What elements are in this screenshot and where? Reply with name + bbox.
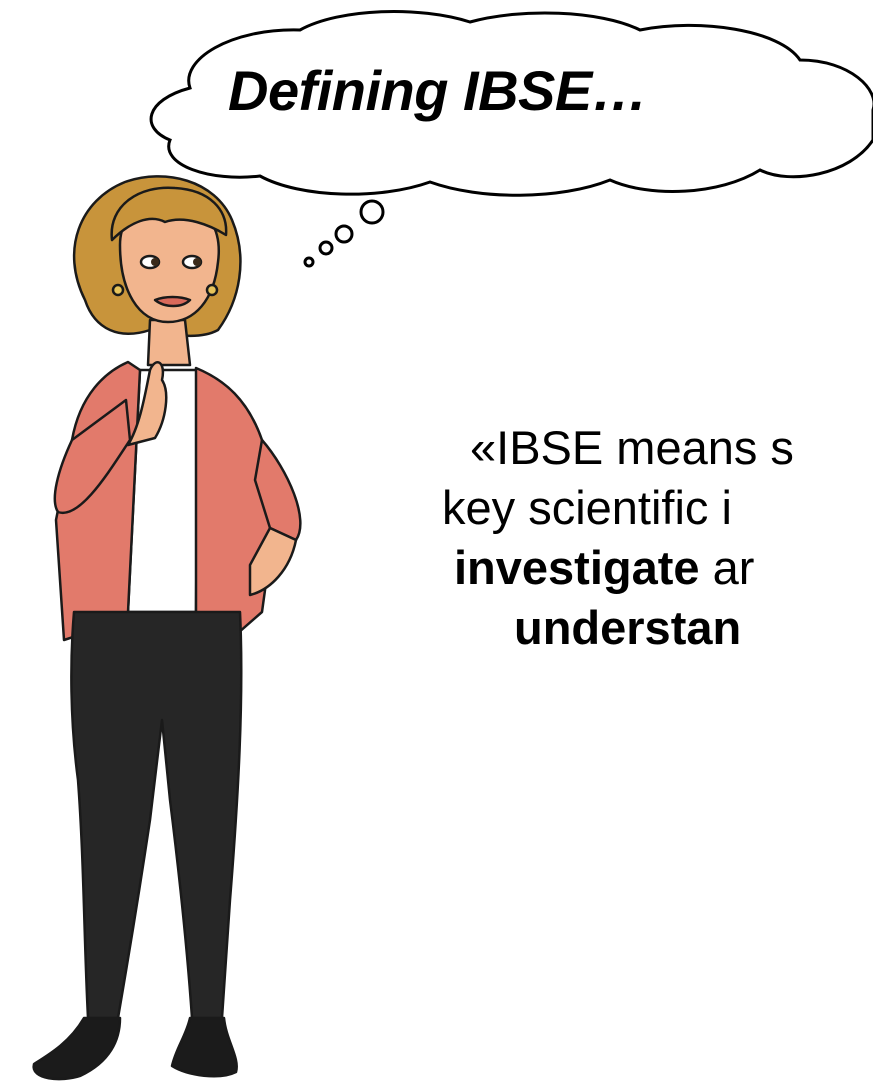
thought-title-text: Defining IBSE [228, 59, 592, 122]
quote-line-4: understan [442, 598, 873, 658]
thought-bubbles [303, 199, 385, 268]
quote-line-3: investigate ar [442, 538, 873, 598]
quote-line-3-bold: investigate [454, 541, 700, 594]
woman-thinking-illustration [32, 175, 302, 1081]
quote-line-3-rest: ar [699, 541, 755, 594]
thought-cloud-icon [149, 10, 873, 197]
quote-line-1: «IBSE means s [470, 421, 794, 474]
ibse-definition-quote: «IBSE means s key scientific i investiga… [442, 418, 873, 658]
quote-line-4-bold: understan [514, 601, 742, 654]
quote-line-2: key scientific i [442, 481, 732, 534]
thought-title: Defining IBSE… [228, 58, 648, 123]
thought-title-ellipsis: … [591, 59, 648, 122]
